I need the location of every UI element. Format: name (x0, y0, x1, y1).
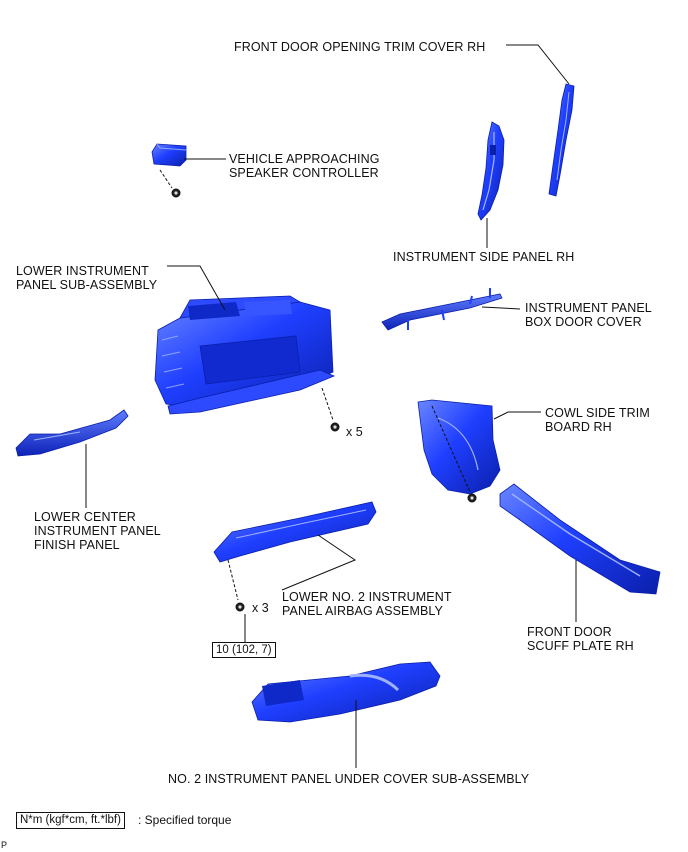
front-door-opening-trim-cover-part (548, 83, 575, 197)
lower-center-instrument-panel-finish-panel-part (15, 409, 129, 457)
lower-no2-instrument-panel-airbag-assembly-label: LOWER NO. 2 INSTRUMENT PANEL AIRBAG ASSE… (282, 590, 452, 618)
instrument-side-panel-part (477, 121, 505, 221)
front-door-scuff-plate-part (499, 483, 661, 595)
airbag-bolt-qty: x 3 (252, 601, 269, 615)
instrument-side-panel-label: INSTRUMENT SIDE PANEL RH (393, 250, 575, 264)
front-door-opening-trim-cover-label: FRONT DOOR OPENING TRIM COVER RH (234, 40, 486, 54)
lower-no2-instrument-panel-airbag-assembly-part (213, 501, 377, 612)
instrument-panel-box-door-cover-part (381, 288, 503, 331)
airbag-bolt-torque-box: 10 (102, 7) (212, 642, 276, 658)
vehicle-approaching-speaker-controller-part (151, 143, 187, 198)
vehicle-approaching-speaker-controller-label: VEHICLE APPROACHING SPEAKER CONTROLLER (229, 152, 380, 180)
corner-mark: P (1, 840, 8, 850)
cowl-side-trim-board-label: COWL SIDE TRIM BOARD RH (545, 406, 650, 434)
cowl-side-trim-board-part (417, 399, 501, 503)
lower-instrument-panel-sub-assembly-part (154, 295, 340, 432)
lower-instrument-panel-sub-assembly-label: LOWER INSTRUMENT PANEL SUB-ASSEMBLY (16, 264, 158, 292)
no2-instrument-panel-under-cover-label: NO. 2 INSTRUMENT PANEL UNDER COVER SUB-A… (168, 772, 530, 786)
instrument-panel-box-door-cover-label: INSTRUMENT PANEL BOX DOOR COVER (525, 301, 652, 329)
leader-lines (85, 44, 577, 768)
legend-description: : Specified torque (138, 813, 232, 827)
lower-center-instrument-panel-finish-panel-label: LOWER CENTER INSTRUMENT PANEL FINISH PAN… (34, 510, 161, 552)
lower-instrument-panel-screw-qty: x 5 (346, 425, 363, 439)
no2-instrument-panel-under-cover-part (251, 661, 441, 723)
front-door-scuff-plate-label: FRONT DOOR SCUFF PLATE RH (527, 625, 634, 653)
legend-unit-box: N*m (kgf*cm, ft.*lbf) (16, 812, 125, 829)
